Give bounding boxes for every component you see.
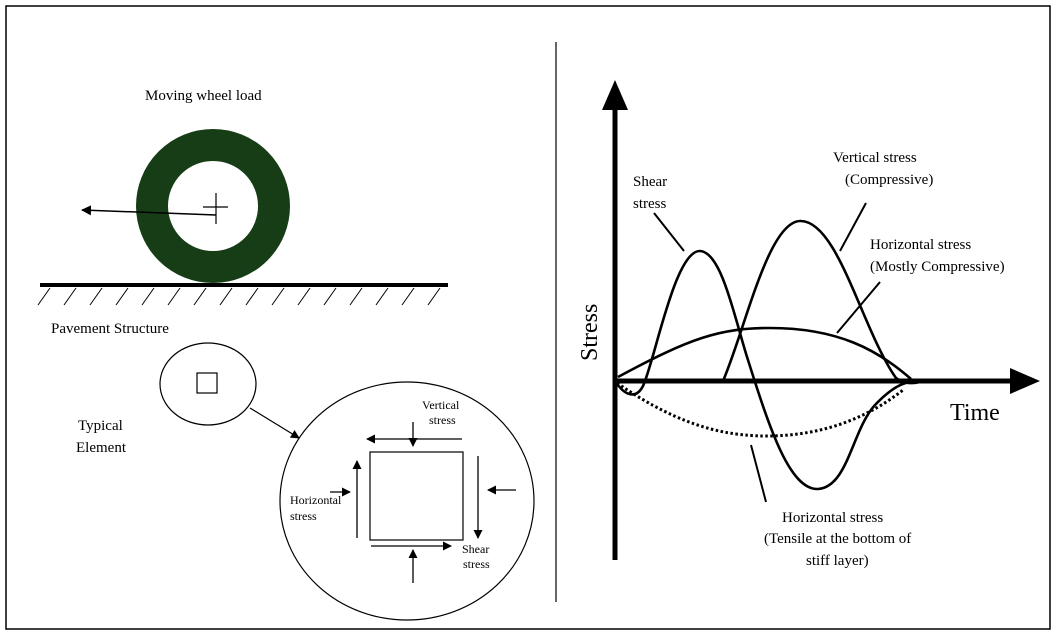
- horizontal-tensile-label-2: (Tensile at the bottom of: [764, 531, 911, 547]
- pavement-structure-label: Pavement Structure: [51, 321, 169, 337]
- element-shear-stress-label-2: stress: [463, 557, 490, 571]
- figure-border: [5, 5, 1051, 630]
- vertical-stress-curve: [721, 219, 921, 385]
- horizontal-compressive-curve: [617, 326, 912, 380]
- horizontal-tensile-pointer: [750, 444, 767, 503]
- zoom-arrow: [249, 407, 300, 439]
- element-vertical-stress-label-1: Vertical: [422, 398, 460, 412]
- vertical-pointer: [839, 202, 867, 252]
- typical-element-label-2: Element: [76, 440, 127, 456]
- wheel: [136, 129, 290, 283]
- element-horizontal-stress-label-2: stress: [290, 509, 317, 523]
- shear-stress-curve: [614, 249, 916, 491]
- shear-stress-label-1: Shear: [633, 174, 667, 190]
- typical-element-ellipse: [159, 342, 257, 426]
- typical-element-square: [196, 372, 218, 394]
- time-axis-arrowhead: [1010, 368, 1040, 394]
- horizontal-compressive-pointer: [836, 281, 881, 334]
- element-detail-square: [369, 451, 464, 541]
- wheel-load-label: Moving wheel load: [145, 88, 262, 104]
- road-hatching: [37, 287, 441, 306]
- horizontal-compressive-label-1: Horizontal stress: [870, 237, 971, 253]
- typical-element-label-1: Typical: [78, 418, 123, 434]
- element-vertical-stress-label-2: stress: [429, 413, 456, 427]
- wheel-direction-arrow: [81, 205, 217, 216]
- horizontal-tensile-label-3: stiff layer): [806, 553, 869, 569]
- horizontal-tensile-label-1: Horizontal stress: [782, 510, 883, 526]
- horizontal-compressive-label-2: (Mostly Compressive): [870, 259, 1005, 275]
- element-detail-ellipse: [279, 381, 535, 621]
- vertical-stress-label-1: Vertical stress: [833, 150, 917, 166]
- shear-stress-label-2: stress: [633, 196, 666, 212]
- left-panel: Moving wheel load Pavement Structure: [37, 88, 535, 621]
- time-axis-label: Time: [950, 400, 1000, 426]
- shear-pointer: [653, 212, 685, 252]
- stress-axis-label: Stress: [577, 304, 603, 361]
- right-panel: Stress Time Shear stress Vertical stress…: [577, 80, 1040, 569]
- element-horizontal-stress-label-1: Horizontal: [290, 493, 342, 507]
- horizontal-tensile-curve: [616, 381, 904, 438]
- element-shear-stress-label-1: Shear: [462, 542, 489, 556]
- vertical-stress-label-2: (Compressive): [845, 172, 933, 188]
- stress-axis-arrowhead: [602, 80, 628, 110]
